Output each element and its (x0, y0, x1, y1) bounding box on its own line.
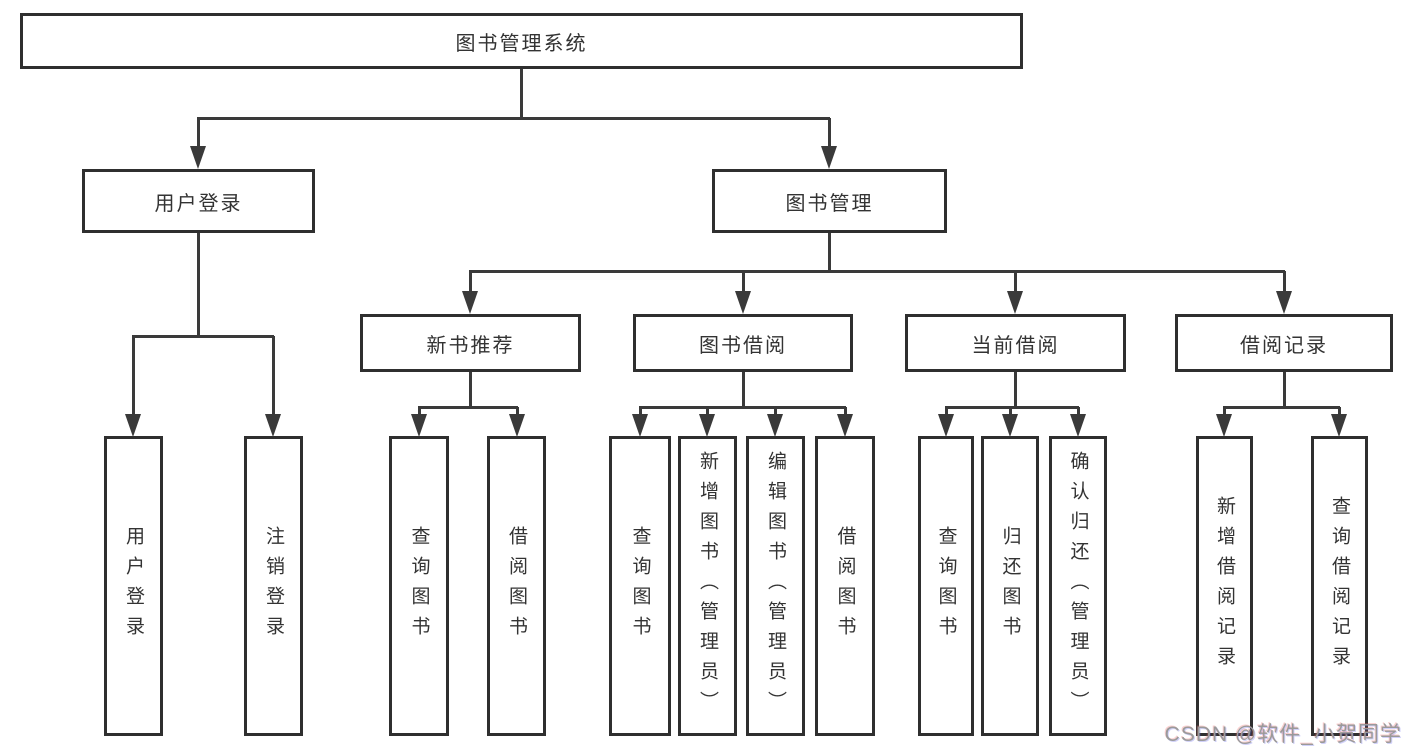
connector-line (469, 372, 472, 407)
connector-line (706, 407, 709, 414)
arrowhead-icon (938, 414, 954, 437)
node-current-borrowing: 当前借阅 (905, 314, 1126, 372)
node-user-login: 用户登录 (82, 169, 315, 233)
node-leaf-user-login: 用户登录 (104, 436, 163, 736)
connector-line (132, 336, 135, 414)
node-label: 借阅图书 (834, 526, 856, 646)
connector-line (1223, 407, 1226, 414)
node-leaf-borrow-books: 借阅图书 (815, 436, 875, 736)
arrowhead-icon (265, 414, 281, 437)
connector-line (272, 336, 275, 414)
node-label: 借阅记录 (1240, 334, 1328, 357)
connector-line (418, 406, 518, 409)
node-leaf-logout: 注销登录 (244, 436, 303, 736)
node-leaf-query-borrow-record: 查询借阅记录 (1311, 436, 1368, 736)
node-leaf-edit-book-admin: 编辑图书（管理员） (746, 436, 805, 736)
node-library-management-system: 图书管理系统 (20, 13, 1023, 69)
node-label: 编辑图书（管理员） (765, 451, 786, 721)
connector-line (1009, 407, 1012, 414)
arrowhead-icon (1216, 414, 1232, 437)
node-label: 图书借阅 (699, 334, 787, 357)
node-label: 新书推荐 (426, 334, 515, 357)
connector-line (1338, 407, 1341, 414)
arrowhead-icon (632, 414, 648, 437)
node-label: 新增图书（管理员） (697, 451, 718, 721)
arrowhead-icon (509, 414, 525, 437)
connector-line (639, 406, 846, 409)
arrowhead-icon (767, 414, 783, 437)
arrowhead-icon (837, 414, 853, 437)
connector-line (520, 69, 523, 118)
node-leaf-return-book: 归还图书 (981, 436, 1039, 736)
connector-line (1283, 271, 1286, 293)
connector-line (197, 117, 830, 120)
connector-line (742, 271, 745, 293)
node-leaf-add-book-admin: 新增图书（管理员） (678, 436, 737, 736)
connector-line (418, 407, 421, 414)
arrowhead-icon (1331, 414, 1347, 437)
connector-line (945, 407, 948, 414)
node-label: 查询图书 (408, 526, 430, 646)
arrowhead-icon (462, 291, 478, 314)
node-leaf-query-books-new: 查询图书 (389, 436, 449, 736)
connector-line (132, 335, 274, 338)
connector-line (1077, 407, 1080, 414)
node-leaf-confirm-return-admin: 确认归还（管理员） (1049, 436, 1107, 736)
connector-line (1014, 372, 1017, 407)
node-label: 查询图书 (629, 526, 651, 646)
connector-line (828, 118, 831, 147)
node-book-borrowing: 图书借阅 (633, 314, 853, 372)
node-label: 新增借阅记录 (1214, 496, 1235, 676)
connector-line (1014, 271, 1017, 293)
arrowhead-icon (699, 414, 715, 437)
node-label: 图书管理 (785, 192, 874, 215)
connector-line (639, 407, 642, 414)
connector-line (742, 372, 745, 407)
node-label: 查询图书 (935, 526, 957, 646)
connector-line (774, 407, 777, 414)
node-label: 借阅图书 (506, 526, 527, 646)
node-book-management: 图书管理 (712, 169, 947, 233)
node-label: 图书管理系统 (455, 32, 588, 55)
connector-line (945, 406, 1079, 409)
connector-line (1283, 372, 1286, 407)
node-leaf-borrow-books-new: 借阅图书 (487, 436, 546, 736)
arrowhead-icon (125, 414, 141, 437)
arrowhead-icon (411, 414, 427, 437)
node-label: 当前借阅 (971, 334, 1060, 357)
arrowhead-icon (1007, 291, 1023, 314)
node-new-book-recommend: 新书推荐 (360, 314, 581, 372)
node-leaf-query-books-borrow: 查询图书 (609, 436, 671, 736)
node-leaf-query-books-current: 查询图书 (918, 436, 974, 736)
node-leaf-add-borrow-record: 新增借阅记录 (1196, 436, 1253, 736)
node-label: 用户登录 (123, 526, 144, 646)
connector-line (469, 270, 1285, 273)
node-label: 归还图书 (999, 526, 1021, 646)
arrowhead-icon (735, 291, 751, 314)
node-label: 查询借阅记录 (1329, 496, 1350, 676)
arrowhead-icon (1276, 291, 1292, 314)
node-label: 确认归还（管理员） (1067, 451, 1089, 721)
connector-line (828, 233, 831, 271)
node-label: 注销登录 (263, 526, 284, 646)
arrowhead-icon (1070, 414, 1086, 437)
csdn-watermark: CSDN @软件_小贺同学 (1164, 723, 1402, 746)
arrowhead-icon (190, 146, 206, 169)
arrowhead-icon (1002, 414, 1018, 437)
connector-line (197, 233, 200, 336)
node-borrowing-records: 借阅记录 (1175, 314, 1393, 372)
connector-line (469, 271, 472, 293)
connector-line (1223, 406, 1340, 409)
node-label: 用户登录 (154, 192, 243, 215)
connector-line (197, 118, 200, 147)
arrowhead-icon (821, 146, 837, 169)
connector-line (516, 407, 519, 414)
connector-line (844, 407, 847, 414)
